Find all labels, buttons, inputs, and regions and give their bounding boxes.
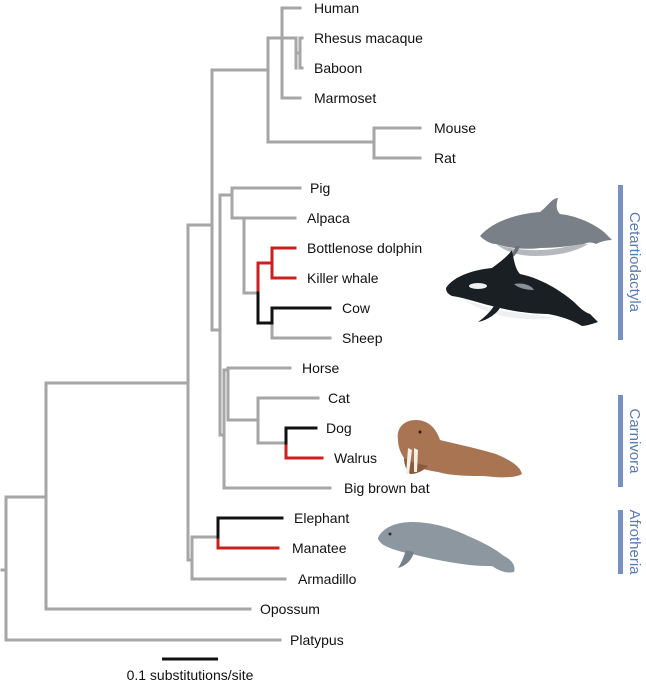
taxon-label-mouse: Mouse (434, 120, 476, 136)
taxon-label-elephant: Elephant (294, 510, 349, 526)
taxon-label-cat: Cat (328, 390, 350, 406)
walrus-illustration (397, 420, 522, 478)
tree-branches-black (216, 291, 332, 539)
tree-branches-red (216, 246, 324, 550)
taxon-label-opossum: Opossum (260, 601, 320, 617)
taxon-label-human: Human (314, 0, 359, 16)
clade-label-afrotheria: Afrotheria (626, 509, 643, 575)
taxon-label-bottlenose-dolphin: Bottlenose dolphin (307, 240, 422, 256)
dolphin-illustration (480, 198, 612, 262)
manatee-illustration (378, 522, 515, 573)
taxon-label-rat: Rat (434, 150, 456, 166)
scale-bar-label: 0.1 substitutions/site (127, 667, 254, 683)
scale-bar: 0.1 substitutions/site (127, 657, 254, 683)
clade-annotations: Cetartiodactyla Carnivora Afrotheria (618, 185, 643, 575)
clade-label-carnivora: Carnivora (626, 408, 643, 474)
tree-branches (0, 6, 422, 642)
taxon-label-platypus: Platypus (290, 632, 344, 648)
taxon-label-alpaca: Alpaca (307, 210, 350, 226)
clade-bar-carnivora (618, 395, 623, 487)
clade-label-cetartiodactyla: Cetartiodactyla (626, 212, 643, 313)
taxon-label-baboon: Baboon (314, 60, 362, 76)
taxon-label-marmoset: Marmoset (314, 90, 376, 106)
leaf-labels: Human Rhesus macaque Baboon Marmoset Mou… (260, 0, 476, 648)
taxon-label-dog: Dog (326, 420, 352, 436)
clade-bar-cetartiodactyla (618, 185, 623, 340)
taxon-label-sheep: Sheep (342, 330, 383, 346)
orca-illustration (446, 250, 598, 326)
taxon-label-horse: Horse (302, 360, 340, 376)
clade-bar-afrotheria (618, 510, 623, 574)
taxon-label-manatee: Manatee (292, 540, 347, 556)
taxon-label-killer-whale: Killer whale (307, 270, 379, 286)
taxon-label-big-brown-bat: Big brown bat (344, 480, 430, 496)
taxon-label-rhesus-macaque: Rhesus macaque (314, 30, 423, 46)
taxon-label-walrus: Walrus (334, 450, 377, 466)
taxon-label-armadillo: Armadillo (298, 571, 357, 587)
taxon-label-cow: Cow (342, 300, 371, 316)
taxon-label-pig: Pig (310, 180, 330, 196)
